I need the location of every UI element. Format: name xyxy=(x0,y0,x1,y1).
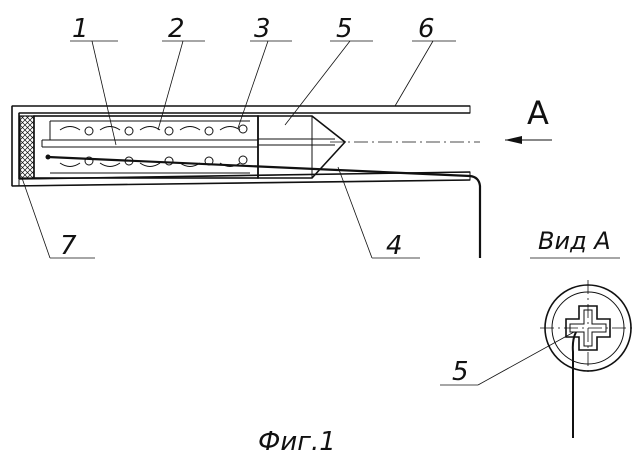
label-view-marker: A xyxy=(527,94,549,132)
label-part-7: 7 xyxy=(60,231,77,261)
label-part-2: 2 xyxy=(168,14,185,44)
section-view-a xyxy=(440,258,636,438)
label-part-4: 4 xyxy=(386,231,403,261)
leader-lines xyxy=(22,41,456,258)
figure-caption: Фиг.1 xyxy=(258,427,336,457)
label-part-3: 3 xyxy=(254,14,271,44)
label-part-1: 1 xyxy=(72,14,89,44)
projectile-body xyxy=(34,116,258,178)
label-section-part: 5 xyxy=(452,357,469,387)
label-view-title: Вид А xyxy=(538,227,611,255)
view-direction-arrow xyxy=(505,136,552,144)
label-part-5: 5 xyxy=(336,14,353,44)
label-part-6: 6 xyxy=(418,14,435,44)
plug-insert xyxy=(20,116,34,178)
